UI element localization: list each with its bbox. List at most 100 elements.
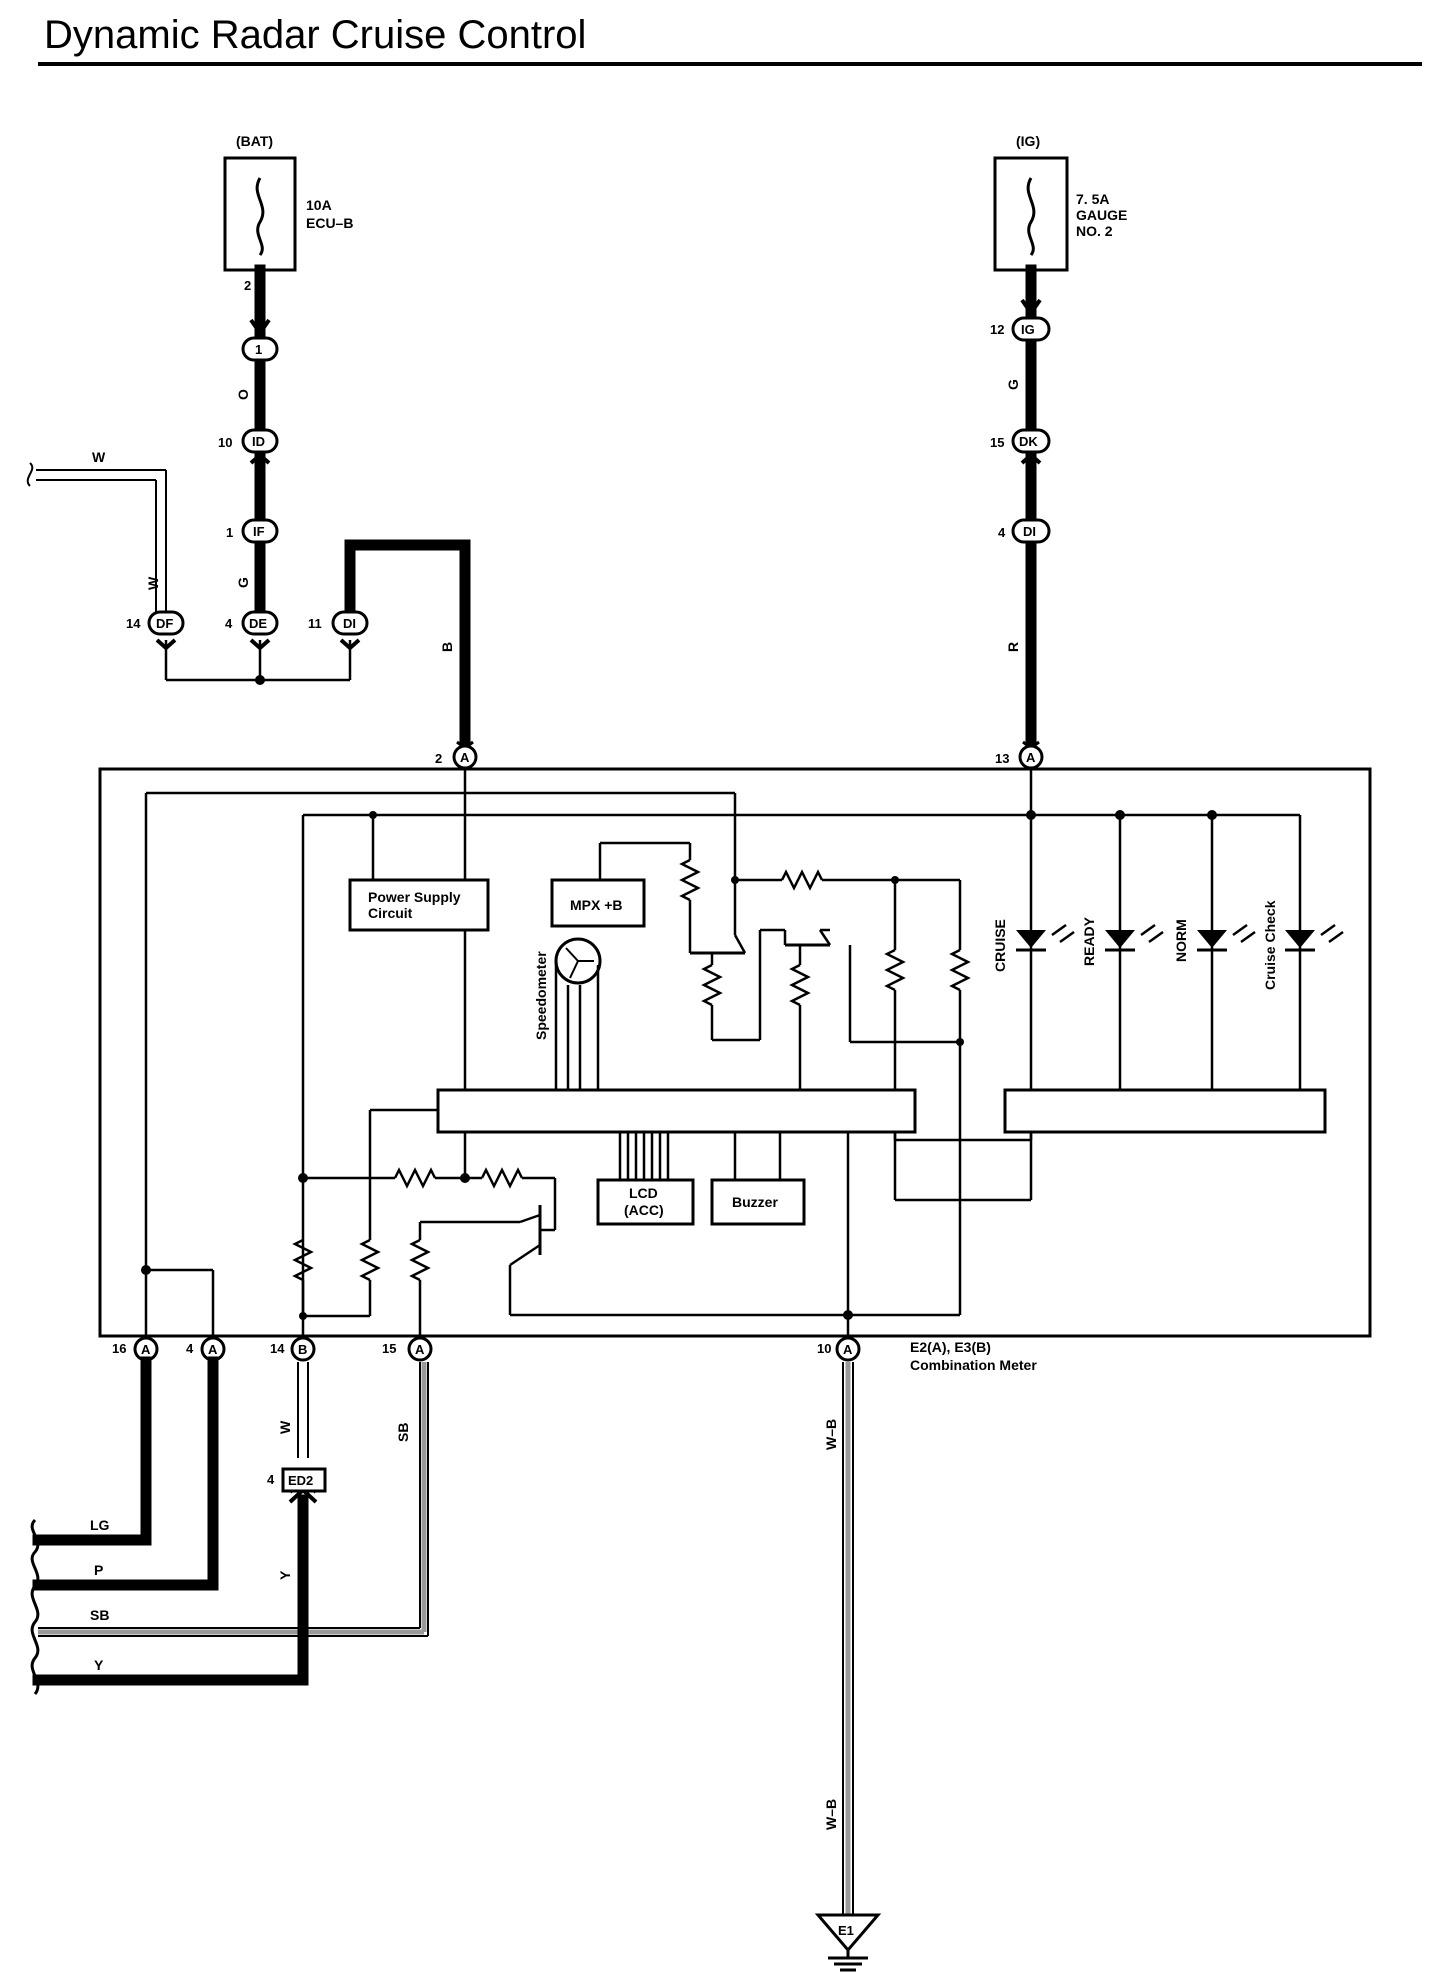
svg-text:13: 13	[995, 751, 1009, 766]
svg-text:CRUISE: CRUISE	[992, 919, 1008, 972]
wire-color-g-left: G	[235, 577, 251, 588]
svg-text:NORM: NORM	[1173, 919, 1189, 962]
svg-text:A: A	[141, 1342, 151, 1357]
svg-text:DE: DE	[249, 616, 267, 631]
wire-color-sb-bottom: SB	[90, 1607, 109, 1623]
wire-color-b: B	[439, 642, 455, 652]
wire-color-w-vertical: W	[145, 576, 161, 590]
connector-ed2: 4 ED2	[267, 1467, 327, 1493]
svg-text:2: 2	[435, 751, 442, 766]
junction-connector-1: 1	[241, 336, 279, 362]
svg-text:A: A	[843, 1342, 853, 1357]
wire-color-o: O	[235, 389, 251, 400]
meter-internal-circuit	[141, 768, 1327, 1350]
fuse-box-right	[993, 156, 1069, 272]
svg-text:Cruise Check: Cruise Check	[1262, 900, 1278, 990]
svg-text:IG: IG	[1021, 322, 1035, 337]
meter-pin-14b: 14 B	[270, 1336, 316, 1362]
fuse-name2-right: NO. 2	[1076, 223, 1113, 239]
wire-color-g-right: G	[1005, 379, 1021, 390]
junction-connector-di-right: 4 DI	[998, 518, 1051, 544]
svg-text:4: 4	[267, 1472, 275, 1487]
wire-color-p: P	[94, 1562, 103, 1578]
meter-pin-10a: 10 A	[817, 1336, 861, 1362]
svg-text:DI: DI	[1023, 524, 1036, 539]
wire-color-y-bottom: Y	[94, 1657, 104, 1673]
fuse-source-ig: (IG)	[1016, 133, 1040, 149]
junction-connector-de: 4 DE	[225, 610, 279, 636]
fuse-symbol-right	[1026, 177, 1036, 256]
wire-color-w-ed2: W	[277, 1420, 293, 1434]
svg-text:DF: DF	[156, 616, 173, 631]
svg-text:ED2: ED2	[288, 1473, 313, 1488]
wire-color-r: R	[1005, 642, 1021, 652]
combination-meter-box	[98, 767, 1372, 1338]
wire-color-sb: SB	[395, 1423, 411, 1442]
svg-text:15: 15	[382, 1341, 396, 1356]
indicator-led-norm: NORM	[1173, 919, 1256, 962]
junction-connector-ig: 12 IG	[990, 316, 1051, 342]
meter-pin-13a: 13 A	[995, 744, 1044, 770]
svg-text:ID: ID	[252, 434, 265, 449]
fuse-gauge-no2: (IG) 7. 5A GAUGE NO. 2	[993, 133, 1127, 272]
meter-pin-4a: 4 A	[186, 1336, 226, 1362]
fuse-symbol-left	[255, 177, 265, 256]
wire-color-y-ed2: Y	[277, 1570, 293, 1580]
speedometer-label: Speedometer	[533, 951, 549, 1040]
wire-color-lg: LG	[90, 1517, 110, 1533]
indicator-led-ready: READY	[1081, 916, 1164, 966]
svg-text:15: 15	[990, 435, 1004, 450]
junction-connector-if: 1 IF	[226, 518, 279, 544]
svg-text:1: 1	[255, 342, 262, 357]
fuse-rating-right: 7. 5A	[1076, 191, 1109, 207]
svg-text:A: A	[460, 750, 470, 765]
junction-connector-di-left: 11 DI	[308, 610, 369, 636]
meter-pin-15a: 15 A	[382, 1336, 433, 1362]
lcd-acc-block: LCD (ACC)	[596, 1178, 695, 1226]
junction-connector-df: 14 DF	[126, 610, 185, 636]
svg-text:DK: DK	[1019, 434, 1038, 449]
svg-text:1: 1	[226, 525, 233, 540]
fuse-rating-left: 10A	[306, 197, 332, 213]
fuse-pin-left: 2	[244, 278, 251, 293]
svg-text:16: 16	[112, 1341, 126, 1356]
meter-pin-2a: 2 A	[435, 744, 478, 770]
svg-text:14: 14	[270, 1341, 285, 1356]
indicator-led-cruise-check: Cruise Check	[1262, 900, 1344, 990]
svg-text:4: 4	[186, 1341, 194, 1356]
fuse-ecu-b: (BAT) 10A ECU–B 2	[223, 133, 353, 293]
buzzer-block: Buzzer	[710, 1178, 806, 1226]
svg-text:READY: READY	[1081, 916, 1097, 966]
svg-text:4: 4	[225, 616, 233, 631]
svg-text:A: A	[208, 1342, 218, 1357]
svg-text:4: 4	[998, 525, 1006, 540]
meter-connectors-label: E2(A), E3(B)	[910, 1339, 991, 1355]
svg-text:A: A	[415, 1342, 425, 1357]
power-supply-circuit: Power Supply Circuit	[348, 878, 490, 932]
svg-text:11: 11	[308, 616, 322, 631]
wire-color-wb-lower: W–B	[823, 1799, 839, 1830]
svg-text:MPX +B: MPX +B	[570, 897, 623, 913]
page-title: Dynamic Radar Cruise Control	[44, 13, 586, 57]
svg-text:DI: DI	[343, 616, 356, 631]
indicator-led-cruise: CRUISE	[992, 919, 1075, 972]
svg-text:Buzzer: Buzzer	[732, 1194, 778, 1210]
ground-e1: E1	[814, 1913, 882, 1972]
svg-text:B: B	[298, 1342, 307, 1357]
svg-text:(ACC): (ACC)	[624, 1202, 664, 1218]
junction-connector-dk: 15 DK	[990, 428, 1051, 454]
svg-text:E1: E1	[838, 1923, 854, 1938]
svg-text:12: 12	[990, 322, 1004, 337]
fuse-name-left: ECU–B	[306, 215, 353, 231]
fuse-name-right: GAUGE	[1076, 207, 1127, 223]
left-feed-wiring	[26, 264, 474, 750]
meter-name-label: Combination Meter	[910, 1357, 1037, 1373]
junction-connector-id: 10 ID	[218, 428, 279, 454]
svg-text:A: A	[1026, 750, 1036, 765]
mpx-b-block: MPX +B	[550, 878, 646, 928]
svg-text:Power Supply: Power Supply	[368, 889, 461, 905]
svg-text:14: 14	[126, 616, 141, 631]
wire-color-wb-upper: W–B	[823, 1419, 839, 1450]
wire-color-w-top: W	[92, 449, 106, 465]
svg-text:LCD: LCD	[629, 1185, 658, 1201]
